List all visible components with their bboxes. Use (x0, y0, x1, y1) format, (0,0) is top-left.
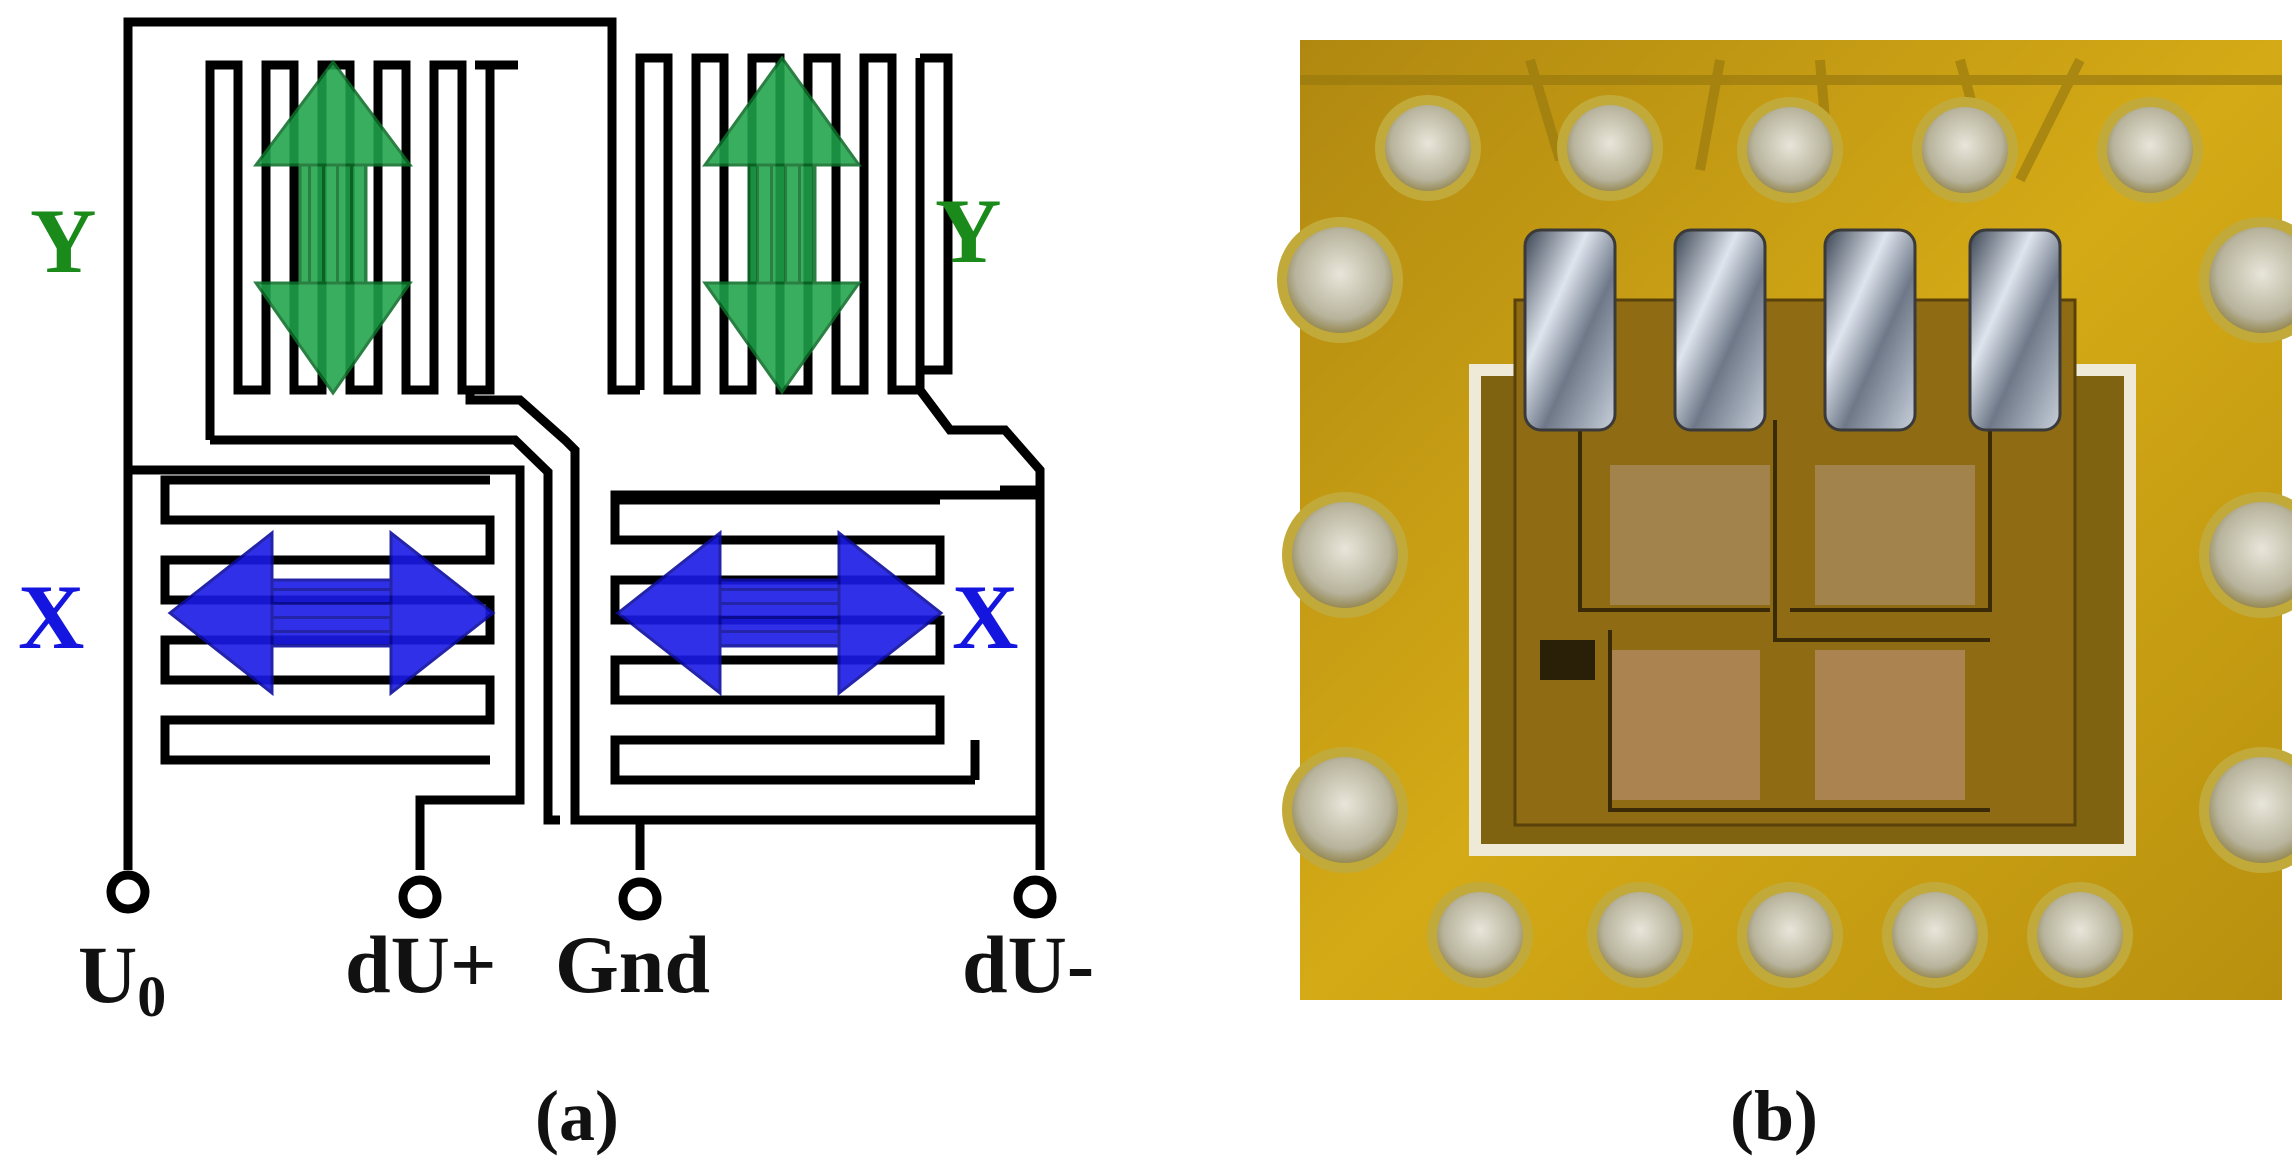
panel-a-schematic: Y Y X X U0 dU+ Gnd dU- (a) (18, 17, 1094, 1156)
pcb-holes (1277, 95, 2292, 988)
trace-right-top (610, 53, 1045, 500)
caption-a-letter: a (559, 1076, 595, 1156)
x-arrow-left-icon (167, 529, 496, 697)
y-arrow-left-icon (253, 59, 413, 396)
terminal-du-plus-pad (398, 875, 442, 919)
caption-b: (b) (1730, 1076, 1818, 1156)
terminal-label-gnd: Gnd (555, 919, 710, 1010)
terminal-label-u0-sub: 0 (137, 964, 166, 1029)
meander-x-right (610, 495, 975, 785)
meander-y-left (205, 60, 518, 440)
terminal-u0-pad (106, 870, 150, 914)
terminal-label-du-minus: dU- (962, 919, 1094, 1010)
x-arrow-right-icon (615, 529, 944, 697)
caption-b-close: ) (1794, 1076, 1818, 1156)
caption-a-close: ) (595, 1076, 619, 1156)
trace-u0-xleft (128, 465, 525, 870)
axis-label-y-left: Y (30, 190, 96, 292)
terminal-label-du-plus: dU+ (345, 919, 497, 1010)
meander-x-left (160, 475, 495, 765)
solder-pads (1523, 228, 2062, 432)
trace-y-left-out (210, 435, 560, 825)
terminal-label-u0: U0 (78, 929, 166, 1029)
terminal-du-minus-pad (1013, 875, 1057, 919)
y-arrow-right-icon (702, 55, 862, 395)
axis-label-x-left: X (18, 566, 84, 668)
caption-b-letter: b (1754, 1076, 1794, 1156)
panel-b-photo: (b) (1277, 40, 2292, 1156)
axis-label-x-right: X (952, 566, 1018, 668)
caption-a-open: ( (535, 1076, 559, 1156)
terminal-gnd-pad (618, 877, 662, 921)
trace-u0 (123, 17, 640, 870)
caption-a: (a) (535, 1076, 619, 1156)
terminal-label-u0-main: U (78, 929, 137, 1020)
axis-label-y-right: Y (935, 180, 1001, 282)
caption-b-open: ( (1730, 1076, 1754, 1156)
